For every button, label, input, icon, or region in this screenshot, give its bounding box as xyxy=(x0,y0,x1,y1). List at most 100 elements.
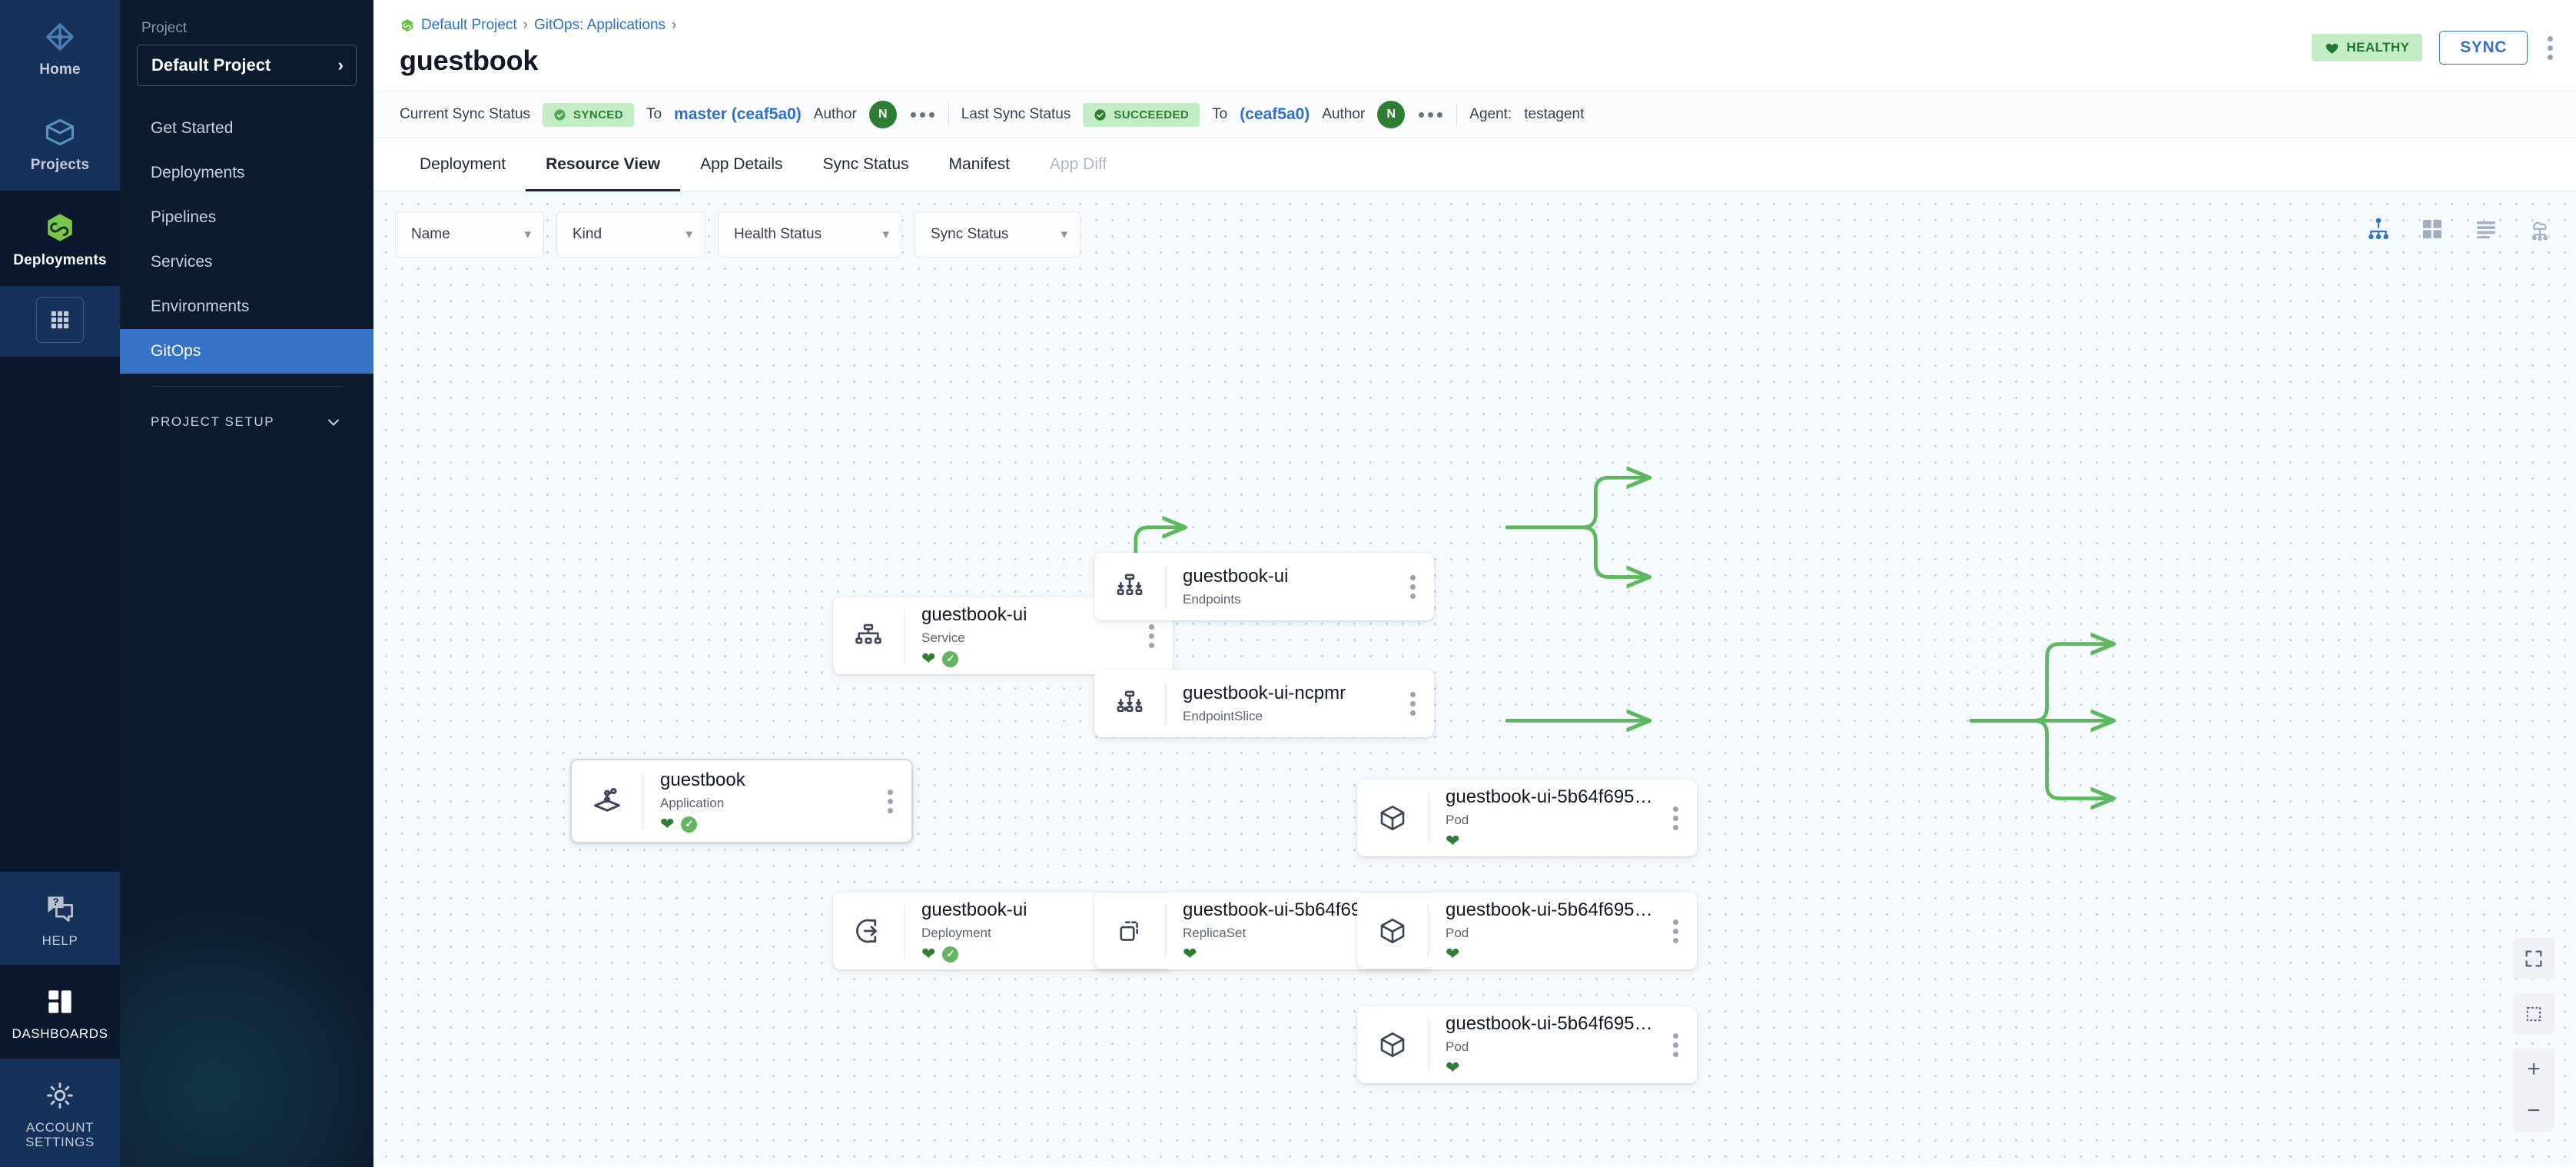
sync-button[interactable]: SYNC xyxy=(2439,31,2528,65)
agent-label: Agent: xyxy=(1469,106,1512,122)
rail-item-account-settings[interactable]: ACCOUNT SETTINGS xyxy=(0,1058,120,1167)
sidebar-item-deployments[interactable]: Deployments xyxy=(151,164,245,181)
replicaset-icon xyxy=(1094,915,1165,947)
sidebar-project-setup[interactable]: PROJECT SETUP xyxy=(120,401,373,444)
node-status-icons: ❤ ✓ xyxy=(921,946,1137,963)
sidebar-item-gitops[interactable]: GitOps xyxy=(120,329,373,374)
tree-view-icon[interactable] xyxy=(2364,214,2393,244)
current-sync-target-link[interactable]: master (ceaf5a0) xyxy=(674,105,802,123)
breadcrumb-default-project[interactable]: Default Project xyxy=(421,17,517,33)
tab-deployment[interactable]: Deployment xyxy=(420,155,506,173)
chevron-down-icon: ▾ xyxy=(1061,227,1067,241)
dashed-square-icon xyxy=(2526,1006,2541,1022)
gitops-leaf-icon xyxy=(402,19,413,32)
project-sidebar: Project Default Project › Get Started De… xyxy=(120,0,373,1167)
node-overflow-menu-icon[interactable] xyxy=(1407,572,1434,602)
node-status-icons: ❤ xyxy=(1446,1059,1661,1076)
node-overflow-menu-icon[interactable] xyxy=(1670,916,1697,946)
node-name: guestbook-ui-5b64f6959… xyxy=(1446,899,1661,920)
heart-icon: ❤ xyxy=(1446,1058,1460,1077)
app-grid-button[interactable] xyxy=(36,296,84,343)
node-kind: Service xyxy=(921,630,965,645)
rail-item-projects[interactable]: Projects xyxy=(0,95,120,191)
graph-node-pod-2[interactable]: guestbook-ui-5b64f6959… Pod ❤ xyxy=(1357,893,1697,969)
zoom-controls: + − xyxy=(2513,938,2554,1132)
status-badge-healthy[interactable]: HEALTHY xyxy=(2312,34,2423,62)
expand-corners-icon xyxy=(2525,950,2542,967)
heart-icon: ❤ xyxy=(1446,944,1460,963)
rail-label-projects: Projects xyxy=(30,156,90,173)
sidebar-item-pipelines[interactable]: Pipelines xyxy=(151,208,217,226)
node-status-icons: ❤ ✓ xyxy=(660,816,875,833)
node-name: guestbook-ui-5b64f6959… xyxy=(1446,1013,1661,1034)
last-sync-status-label: Last Sync Status xyxy=(961,106,1071,122)
pod-icon xyxy=(1357,802,1428,834)
node-divider xyxy=(1165,905,1166,957)
last-sync-author-avatar[interactable]: N xyxy=(1377,101,1406,128)
node-kind: Application xyxy=(660,796,725,810)
tab-resource-view[interactable]: Resource View xyxy=(526,138,681,191)
node-status-icons: ❤ xyxy=(1446,833,1661,849)
current-sync-overflow-icon[interactable] xyxy=(909,108,936,122)
filter-health-status[interactable]: Health Status ▾ xyxy=(718,211,902,258)
sidebar-nav: Get Started Deployments Pipelines Servic… xyxy=(120,106,373,374)
node-status-icons: ❤ xyxy=(1446,946,1661,963)
node-kind: Pod xyxy=(1446,926,1469,940)
graph-node-endpointslice[interactable]: guestbook-ui-ncpmr EndpointSlice xyxy=(1094,670,1434,737)
project-selector[interactable]: Default Project › xyxy=(137,45,357,86)
rail-label-help: HELP xyxy=(41,933,78,948)
select-area-button[interactable] xyxy=(2513,993,2554,1035)
list-view-icon[interactable] xyxy=(2471,214,2501,244)
node-overflow-menu-icon[interactable] xyxy=(1146,621,1173,651)
filter-kind[interactable]: Kind ▾ xyxy=(556,211,705,258)
pod-icon xyxy=(1357,1029,1428,1061)
last-sync-to-label: To xyxy=(1212,106,1228,122)
heart-icon xyxy=(2326,43,2339,54)
zoom-out-button[interactable]: − xyxy=(2527,1098,2541,1123)
node-overflow-menu-icon[interactable] xyxy=(885,786,911,816)
rail-item-dashboards[interactable]: DASHBOARDS xyxy=(0,965,120,1059)
filter-sync-status[interactable]: Sync Status ▾ xyxy=(915,211,1081,258)
rail-item-help[interactable]: ? HELP xyxy=(0,871,120,966)
sidebar-item-environments[interactable]: Environments xyxy=(151,298,250,315)
resource-graph-canvas[interactable]: Name ▾ Kind ▾ Health Status ▾ Sync Statu… xyxy=(373,191,2576,1167)
grid-view-icon[interactable] xyxy=(2418,214,2447,244)
graph-node-pod-3[interactable]: guestbook-ui-5b64f6959… Pod ❤ xyxy=(1357,1006,1697,1083)
node-divider xyxy=(904,610,905,662)
node-overflow-menu-icon[interactable] xyxy=(1670,1030,1697,1060)
filter-name[interactable]: Name ▾ xyxy=(395,211,544,258)
fit-screen-button[interactable] xyxy=(2513,938,2554,979)
project-selector-label: Default Project xyxy=(151,55,271,75)
rail-label-home: Home xyxy=(39,62,81,78)
rail-item-deployments[interactable]: Deployments xyxy=(0,190,120,286)
sidebar-item-get-started[interactable]: Get Started xyxy=(151,119,234,137)
current-sync-to-label: To xyxy=(646,106,662,122)
filter-health-status-label: Health Status xyxy=(734,226,822,242)
last-sync-overflow-icon[interactable] xyxy=(1417,108,1444,122)
node-overflow-menu-icon[interactable] xyxy=(1407,689,1434,719)
last-sync-target-link[interactable]: (ceaf5a0) xyxy=(1240,105,1310,123)
sidebar-section-label: Project xyxy=(141,20,188,36)
rail-bottom-group: ? HELP DASHBOARDS xyxy=(0,871,120,1167)
tab-manifest[interactable]: Manifest xyxy=(948,155,1010,173)
global-nav-rail: Home Projects Deployments xyxy=(0,0,120,1167)
node-divider xyxy=(1428,792,1429,844)
graph-node-application[interactable]: guestbook Application ❤ ✓ xyxy=(570,759,913,843)
header-overflow-menu-icon[interactable] xyxy=(2544,33,2556,63)
graph-node-endpoints[interactable]: guestbook-ui Endpoints xyxy=(1094,553,1434,620)
filter-kind-label: Kind xyxy=(573,226,603,242)
sidebar-item-services[interactable]: Services xyxy=(151,253,213,271)
graph-node-pod-1[interactable]: guestbook-ui-5b64f6959… Pod ❤ xyxy=(1357,780,1697,856)
tab-app-details[interactable]: App Details xyxy=(700,155,783,173)
rail-item-home[interactable]: Home xyxy=(0,0,120,95)
node-status-icons: ❤ ✓ xyxy=(921,650,1137,667)
rail-apps-wrap xyxy=(0,285,120,357)
breadcrumb-gitops-applications[interactable]: GitOps: Applications xyxy=(533,17,666,33)
zoom-in-button[interactable]: + xyxy=(2527,1056,2541,1082)
tab-sync-status[interactable]: Sync Status xyxy=(822,155,909,173)
chevron-right-icon: › xyxy=(337,55,344,75)
current-sync-author-avatar[interactable]: N xyxy=(868,101,897,128)
rail-label-deployments: Deployments xyxy=(13,251,107,268)
network-view-icon[interactable] xyxy=(2525,214,2554,244)
node-overflow-menu-icon[interactable] xyxy=(1670,803,1697,833)
